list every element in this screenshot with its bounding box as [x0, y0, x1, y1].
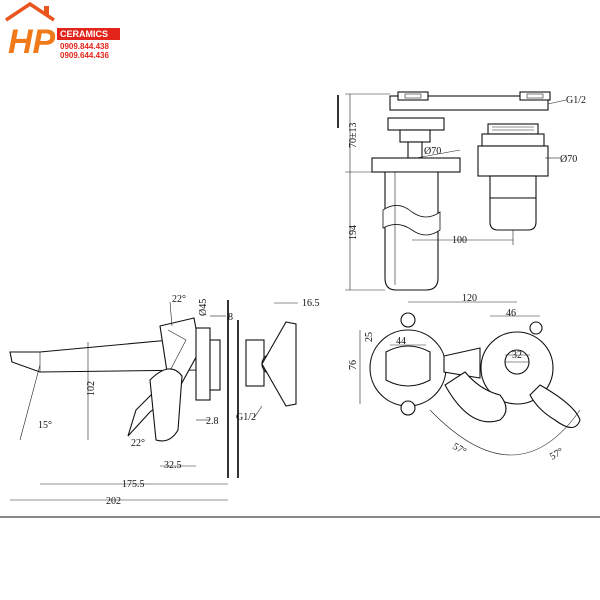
dim-height-top: 70±13	[348, 123, 359, 149]
dim-175-5: 175.5	[122, 479, 145, 490]
dim-flange-dia: Ø45	[198, 299, 209, 316]
logo-brand-band	[57, 28, 120, 40]
angle-right: 57°	[548, 446, 566, 463]
angle-handle-top: 22°	[172, 294, 186, 305]
side-view: 15° 22° Ø45 8 16.5 102 2.8 22° 32.5	[9, 294, 320, 507]
logo-letters: HP	[8, 23, 56, 61]
angle-left: 57°	[451, 441, 469, 458]
dim-32: 32	[512, 350, 522, 361]
front-view: 70±13 194 Ø70 Ø70 100 G1/2	[337, 91, 586, 291]
dim-2-8: 2.8	[206, 416, 219, 427]
dim-102: 102	[86, 381, 97, 396]
thread-label-top: G1/2	[566, 95, 586, 106]
dim-flange-left: Ø70	[424, 146, 441, 157]
plan-view: 120 46 25 76 44 32 57° 57°	[348, 293, 581, 463]
thread-label-side: G1/2	[236, 412, 256, 423]
logo-phone-1: 0909.844.438	[60, 42, 109, 51]
logo-brand: CERAMICS	[60, 29, 108, 39]
logo-phone-2: 0909.644.436	[60, 51, 109, 60]
dim-spacing: 100	[452, 235, 467, 246]
house-icon	[5, 1, 55, 22]
dim-body-height: 194	[348, 225, 359, 240]
dim-46: 46	[506, 308, 516, 319]
angle-spout: 15°	[38, 420, 52, 431]
dim-32-5: 32.5	[164, 460, 182, 471]
dim-25: 25	[364, 332, 375, 342]
brand-logo: HP CERAMICS 0909.844.438 0909.644.436	[5, 1, 120, 61]
dim-120: 120	[462, 293, 477, 304]
dim-44: 44	[396, 336, 406, 347]
dim-8: 8	[228, 312, 233, 323]
dim-202: 202	[106, 496, 121, 507]
dim-16-5: 16.5	[302, 298, 320, 309]
dim-flange-right: Ø70	[560, 154, 577, 165]
angle-handle-bottom: 22°	[131, 438, 145, 449]
dim-76: 76	[348, 360, 359, 370]
